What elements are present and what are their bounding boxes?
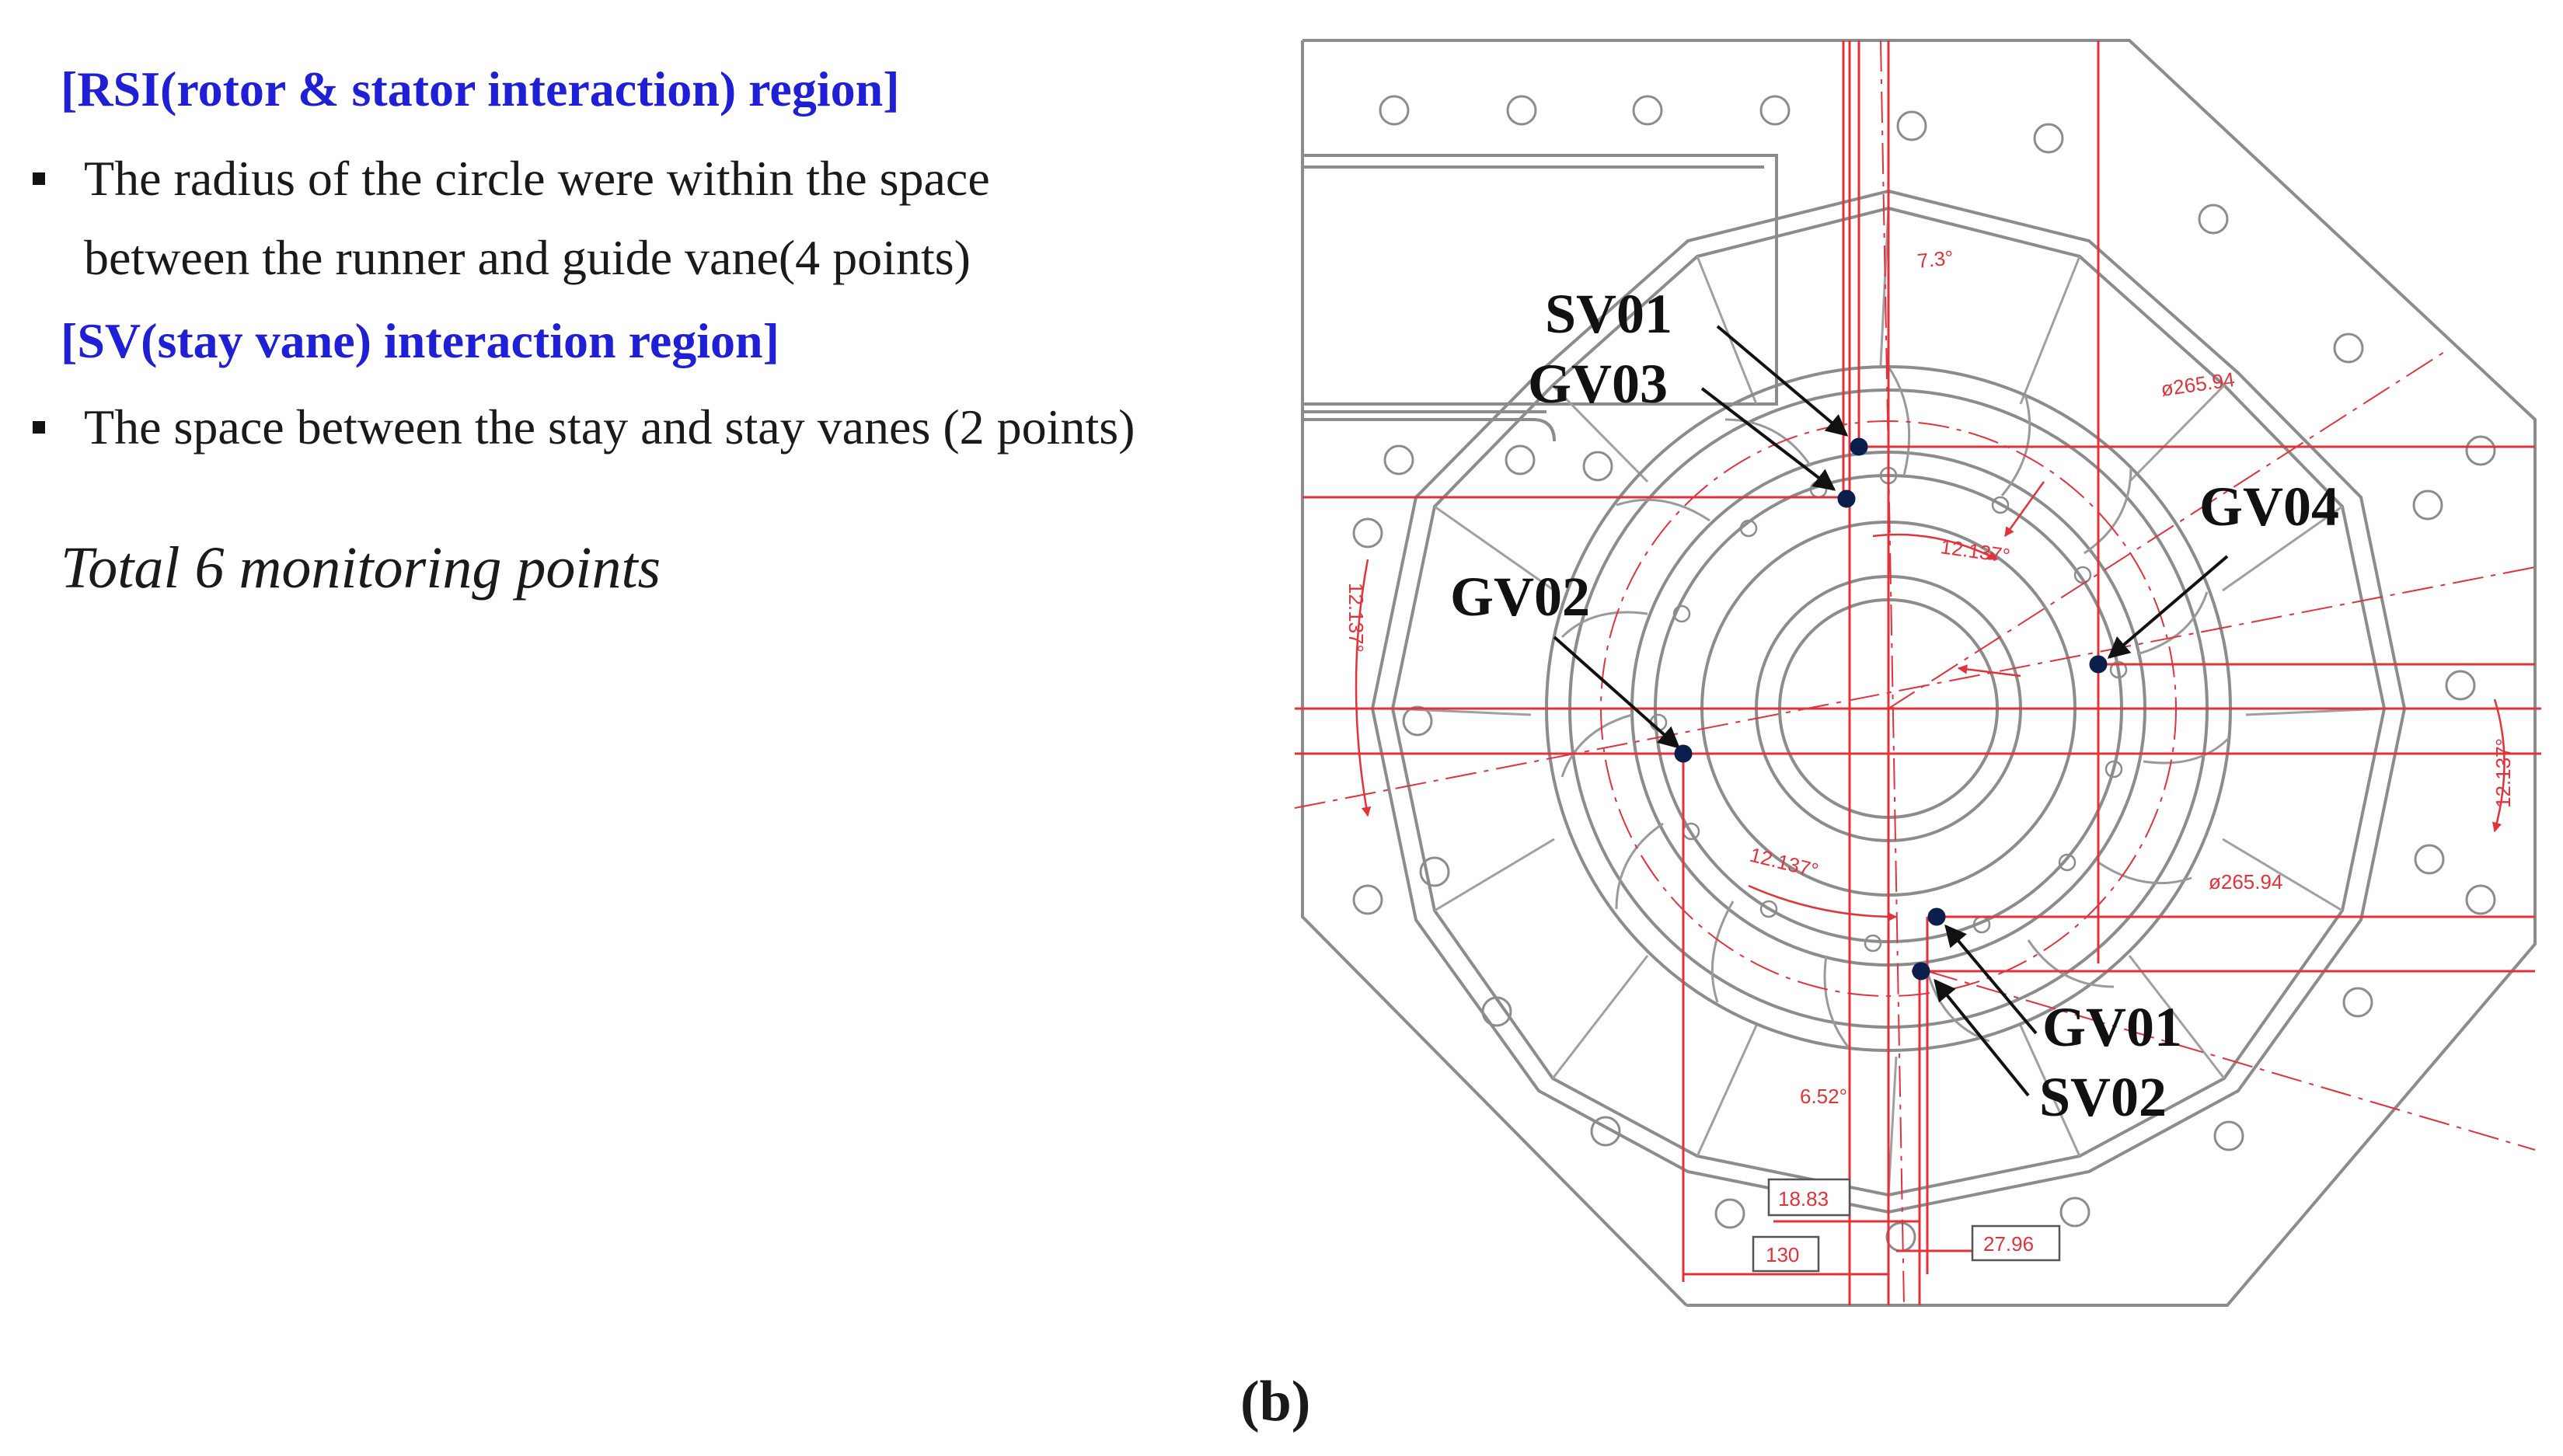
label-sv01: SV01 xyxy=(1545,283,1672,345)
bolt-holes xyxy=(1352,95,2496,1252)
label-gv04: GV04 xyxy=(2199,475,2339,538)
label-sv02: SV02 xyxy=(2039,1066,2167,1128)
dim-angle-left: 12.137° xyxy=(1344,583,1368,653)
len-27-96: 27.96 xyxy=(1983,1232,2034,1256)
dimension-boxes xyxy=(1752,1178,2061,1273)
leader-arrows xyxy=(1553,325,2229,1097)
point-sv02 xyxy=(1912,962,1930,981)
dim-angle-top: 7.3° xyxy=(1916,246,1954,273)
label-gv03: GV03 xyxy=(1528,353,1668,415)
total-points-summary: Total 6 monitoring points xyxy=(61,535,661,601)
label-gv01: GV01 xyxy=(2042,996,2182,1058)
rsi-bullet-line2: between the runner and guide vane(4 poin… xyxy=(84,230,971,285)
monitoring-point-dots xyxy=(1674,437,2108,981)
point-gv01 xyxy=(1927,907,1946,926)
rsi-bullet-line1: The radius of the circle were within the… xyxy=(84,151,990,206)
sv-bullet: The space between the stay and stay vane… xyxy=(84,399,1135,455)
monitoring-point-labels: SV01 GV03 GV04 GV02 GV01 SV02 xyxy=(1450,283,2339,1128)
len-130: 130 xyxy=(1766,1243,1799,1266)
figure-caption: (b) xyxy=(1240,1370,1311,1433)
point-sv01 xyxy=(1850,437,1868,456)
sv-heading: [SV(stay vane) interaction region] xyxy=(61,313,779,368)
point-gv02 xyxy=(1674,744,1693,763)
label-gv02: GV02 xyxy=(1450,566,1590,628)
casing-outline xyxy=(1301,39,2537,1307)
dimension-box-labels: 18.83 130 27.96 xyxy=(1766,1187,2034,1266)
len-18-83: 18.83 xyxy=(1778,1187,1829,1210)
point-gv04 xyxy=(2089,655,2108,674)
dim-angle-inner-bottom: 12.137° xyxy=(1748,843,1822,883)
dim-angle-right: 12.137° xyxy=(2492,738,2515,808)
point-gv03 xyxy=(1837,489,1856,508)
dim-angle-bottom: 6.52° xyxy=(1800,1085,1847,1108)
rsi-heading: [RSI(rotor & stator interaction) region] xyxy=(61,61,900,117)
dim-angle-inner-top: 12.137° xyxy=(1939,535,2011,567)
dim-diameter-bottom: ø265.94 xyxy=(2209,870,2282,893)
bullet-square xyxy=(33,421,45,434)
guide-vanes xyxy=(1560,366,2230,1050)
dimension-lines xyxy=(1295,40,2541,1305)
bullet-square xyxy=(33,172,45,185)
dim-diameter-top: ø265.94 xyxy=(2160,367,2237,401)
center-lines xyxy=(1294,40,2536,1306)
angle-arcs xyxy=(1355,481,2505,922)
